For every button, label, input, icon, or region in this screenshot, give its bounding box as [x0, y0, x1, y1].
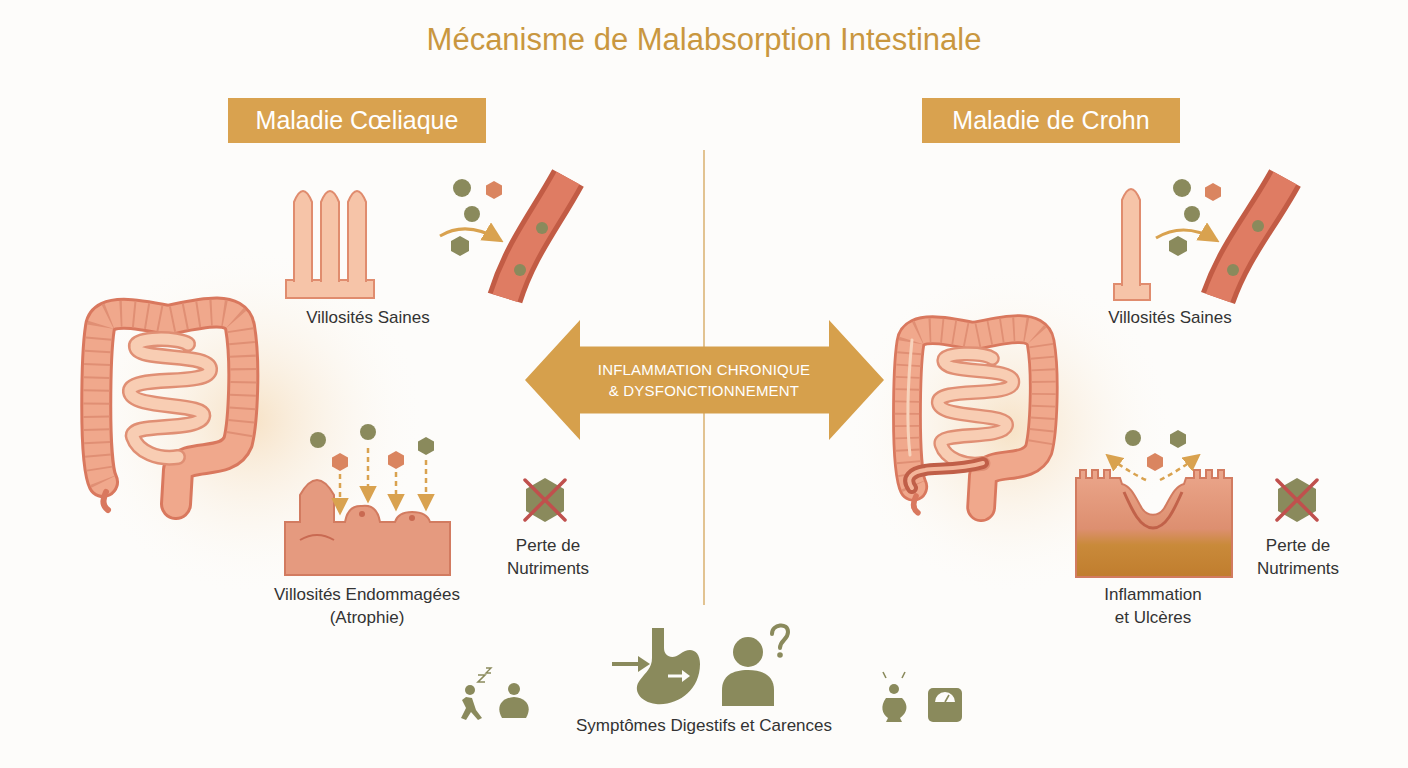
node-text: Maladie de Crohn: [952, 106, 1149, 135]
illustration-part: [505, 178, 568, 298]
symptom-icons: [461, 625, 962, 722]
person-icon: [733, 637, 763, 667]
illustration-part: [1160, 456, 1198, 480]
diagram-title: Mécanisme de Malabsorption Intestinale: [0, 22, 1408, 58]
illustration-part: [453, 179, 471, 197]
illustration-part: [286, 280, 374, 298]
illustration-part: [1169, 236, 1187, 256]
illustration-part: [300, 535, 334, 540]
caption-label: Perte de Nutriments: [1248, 534, 1348, 580]
bloating-icon: [889, 684, 899, 694]
absorption-arrow: [440, 229, 500, 240]
intestine-figure: [907, 329, 1044, 513]
nutrient-particles: [1169, 179, 1221, 256]
illustration-part: [1170, 430, 1186, 448]
illustration-part: [464, 206, 480, 222]
scale-icon: [945, 695, 949, 702]
illustration-part: [425, 460, 428, 508]
stomach-arrow: [682, 670, 690, 682]
nutrient-particles: [1108, 430, 1198, 480]
illustration-part: [310, 432, 326, 448]
section-header: Maladie de Crohn: [922, 98, 1180, 143]
section-header: Maladie Cœliaque: [228, 98, 486, 143]
double-arrow-shape: [525, 320, 884, 440]
illustration-part: [395, 472, 398, 508]
illustration-part: [1173, 179, 1191, 197]
caption-label: Inflammation et Ulcères: [1097, 583, 1209, 629]
illustration-part: [1218, 178, 1285, 298]
stomach-arrow: [668, 675, 684, 678]
illustration-part: [536, 222, 548, 234]
tired-person-icon: [461, 697, 482, 720]
illustration-part: [360, 424, 376, 440]
scale-icon: [928, 688, 962, 722]
illustration-part: [1227, 264, 1239, 276]
stomach-icon: [637, 628, 700, 704]
illustration-part: [1076, 470, 1232, 577]
illustration-part: [409, 515, 415, 521]
illustration-part: [418, 437, 434, 455]
weight-person-icon: [508, 683, 520, 695]
intestine-figure: [96, 313, 243, 510]
caption-label: Symptômes Digestifs et Carences: [544, 714, 864, 737]
double-arrow-shape: [525, 320, 884, 440]
illustration-part: [1124, 492, 1182, 528]
illustration-part: [1125, 430, 1141, 446]
illustration-part: [367, 448, 370, 500]
illustration-part: [486, 181, 502, 199]
illustration-part: [1252, 220, 1264, 232]
absorption-arrow: [1156, 230, 1216, 240]
double-arrow-band: INFLAMMATION CHRONIQUE & DYSFONCTIONNEME…: [525, 320, 884, 440]
illustration-part: [1114, 284, 1150, 300]
terminal-ileum: [909, 463, 983, 488]
illustration-part: [339, 474, 342, 512]
illustration-part: [1108, 456, 1146, 480]
illustration-part: [348, 191, 366, 282]
node-text: Maladie Cœliaque: [256, 106, 459, 135]
illustration-part: [1218, 178, 1285, 298]
illustration-part: [1184, 206, 1200, 222]
healthy-villi: [1114, 189, 1150, 300]
blood-vessel: [1218, 178, 1285, 298]
illustration-part: [505, 178, 568, 298]
illustration-part: [332, 453, 348, 471]
stomach-arrow: [638, 656, 650, 672]
caption-label: Villosités Saines: [1060, 306, 1280, 329]
healthy-villi: [286, 191, 374, 298]
nutrient-loss-icon: [1277, 478, 1317, 522]
person-icon: [722, 670, 774, 706]
illustration-part: [294, 191, 312, 282]
question-mark: [772, 625, 788, 648]
illustration-part: [1205, 183, 1221, 201]
stomach-arrow: [612, 662, 640, 666]
scale-icon: [935, 692, 955, 702]
tired-person-icon: [465, 685, 475, 695]
illustration-part: [1122, 189, 1140, 286]
question-mark: [777, 652, 783, 658]
weight-person-icon: [499, 697, 528, 718]
illustration-part: [321, 191, 339, 282]
caption-label: Villosités Saines: [258, 306, 478, 329]
caption-label: Villosités Endommagées (Atrophie): [252, 583, 482, 629]
illustration-part: [1147, 453, 1163, 471]
inflamed-colon: [908, 340, 912, 455]
nutrient-particles: [451, 179, 502, 256]
illustration-part: [359, 511, 365, 517]
bloating-icon: [882, 698, 906, 722]
caption-label: Perte de Nutriments: [498, 534, 598, 580]
blood-vessel: [505, 178, 568, 298]
nutrient-particles: [310, 424, 434, 512]
illustration-part: [451, 236, 469, 256]
illustration-part: [388, 451, 404, 469]
ulcerated-mucosa: [1076, 470, 1232, 577]
sleep-z: [478, 675, 485, 682]
node-text: INFLAMMATION CHRONIQUE & DYSFONCTIONNEME…: [592, 359, 817, 401]
illustration-part: [514, 264, 526, 276]
nutrient-loss-icon: [525, 478, 565, 522]
terminal-ileum: [909, 463, 983, 488]
sleep-z: [486, 668, 491, 673]
bloating-icon: [883, 672, 905, 678]
